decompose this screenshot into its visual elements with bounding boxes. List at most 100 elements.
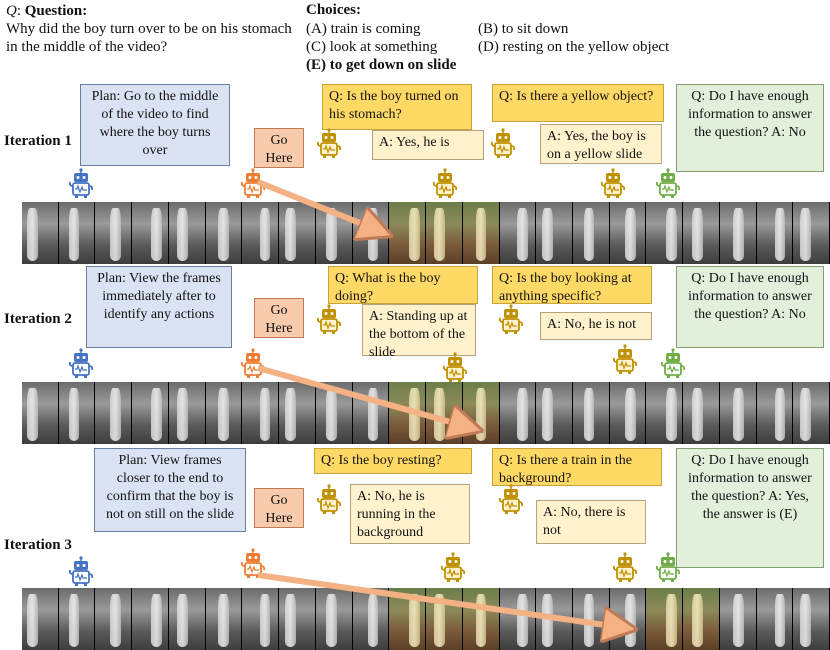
video-frame xyxy=(95,202,133,264)
robot-icon xyxy=(68,168,94,198)
robot-icon xyxy=(68,556,94,586)
robot-icon xyxy=(316,484,342,514)
question-header: Q: Question: xyxy=(6,3,88,19)
go-here-bubble: Go Here xyxy=(254,488,304,528)
video-frame xyxy=(756,382,794,444)
choice-d: (D) resting on the yellow object xyxy=(478,39,670,55)
plan-bubble: Plan: Go to the middle of the video to f… xyxy=(80,84,230,166)
video-frame xyxy=(683,588,720,650)
question-bubble: Q: What is the boy doing? xyxy=(328,266,478,304)
plan-bubble: Plan: View frames closer to the end to c… xyxy=(94,448,246,532)
video-frame xyxy=(168,382,206,444)
video-frame xyxy=(279,382,316,444)
video-frame xyxy=(242,202,280,264)
video-frame xyxy=(168,202,206,264)
video-frame xyxy=(683,382,720,444)
answer-bubble: A: Yes, he is xyxy=(372,130,484,160)
video-frame xyxy=(462,202,500,264)
video-frame xyxy=(536,202,574,264)
choices-title: Choices: xyxy=(306,2,361,18)
video-frame xyxy=(279,588,316,650)
question-label: Question: xyxy=(24,3,88,19)
choice-a: (A) train is coming xyxy=(306,21,421,37)
plan-bubble: Plan: View the frames immediately after … xyxy=(86,266,232,348)
iteration-label: Iteration 1 xyxy=(4,133,72,149)
robot-icon xyxy=(612,344,638,374)
answer-bubble: A: No, he is not xyxy=(540,312,652,340)
video-frame xyxy=(352,588,390,650)
video-frame xyxy=(499,202,537,264)
video-frame xyxy=(279,202,316,264)
robot-icon xyxy=(240,548,266,578)
video-frame xyxy=(536,382,574,444)
video-frame xyxy=(352,382,390,444)
video-frame xyxy=(609,382,647,444)
video-frame xyxy=(646,588,684,650)
video-frame xyxy=(609,202,647,264)
video-frame xyxy=(426,202,463,264)
choice-c: (C) look at something xyxy=(306,39,438,55)
robot-icon xyxy=(655,168,681,198)
video-frame xyxy=(719,588,757,650)
video-frame xyxy=(646,202,684,264)
video-frame xyxy=(793,382,830,444)
robot-icon xyxy=(68,348,94,378)
robot-icon xyxy=(600,168,626,198)
choice-b: (B) to sit down xyxy=(478,21,569,37)
video-frame xyxy=(58,382,96,444)
video-frame xyxy=(205,588,243,650)
navigation-arrow xyxy=(257,365,472,428)
robot-icon xyxy=(612,552,638,582)
video-frame xyxy=(205,202,243,264)
video-frame xyxy=(573,202,610,264)
video-frame xyxy=(756,588,794,650)
video-frame xyxy=(205,382,243,444)
video-frame xyxy=(242,588,280,650)
video-frame xyxy=(95,588,133,650)
question-bubble: Q: Is the boy turned on his stomach? xyxy=(322,84,472,130)
video-frame xyxy=(132,382,169,444)
video-frame xyxy=(573,382,610,444)
video-frame xyxy=(499,588,537,650)
robot-icon xyxy=(240,168,266,198)
video-frame xyxy=(719,382,757,444)
go-here-bubble: Go Here xyxy=(254,128,304,168)
video-frame xyxy=(719,202,757,264)
video-frame xyxy=(168,588,206,650)
robot-icon xyxy=(498,304,524,334)
answer-bubble: A: No, there is not xyxy=(536,500,646,544)
video-frame xyxy=(499,382,537,444)
video-frame xyxy=(756,202,794,264)
iteration-label: Iteration 3 xyxy=(4,537,72,553)
video-frame xyxy=(58,202,96,264)
question-bubble: Q: Is the boy looking at anything specif… xyxy=(492,266,652,304)
robot-icon xyxy=(660,348,686,378)
navigation-arrow xyxy=(257,572,626,628)
answer-bubble: A: Standing up at the bottom of the slid… xyxy=(362,304,476,360)
question-bubble: Q: Is there a train in the background? xyxy=(492,448,662,486)
video-frame xyxy=(462,588,500,650)
robot-icon xyxy=(498,484,524,514)
final-check-bubble: Q: Do I have enough information to answe… xyxy=(676,84,824,172)
choice-e: (E) to get down on slide xyxy=(306,57,457,73)
robot-icon xyxy=(490,128,516,158)
iteration-label: Iteration 2 xyxy=(4,311,72,327)
robot-icon xyxy=(442,352,468,382)
video-frame xyxy=(646,382,684,444)
video-frame xyxy=(315,588,353,650)
final-check-bubble: Q: Do I have enough information to answe… xyxy=(676,266,824,348)
go-here-bubble: Go Here xyxy=(254,298,304,338)
robot-icon xyxy=(316,128,342,158)
robot-icon xyxy=(316,304,342,334)
robot-icon xyxy=(432,168,458,198)
answer-bubble: A: No, he is running in the background xyxy=(350,484,470,544)
question-bubble: Q: Is there a yellow object? xyxy=(492,84,664,122)
video-frame xyxy=(95,382,133,444)
robot-icon xyxy=(440,552,466,582)
video-frame xyxy=(132,588,169,650)
video-frame xyxy=(22,588,59,650)
video-frame xyxy=(22,202,59,264)
answer-bubble: A: Yes, the boy is on a yellow slide xyxy=(540,124,662,164)
robot-icon xyxy=(240,348,266,378)
